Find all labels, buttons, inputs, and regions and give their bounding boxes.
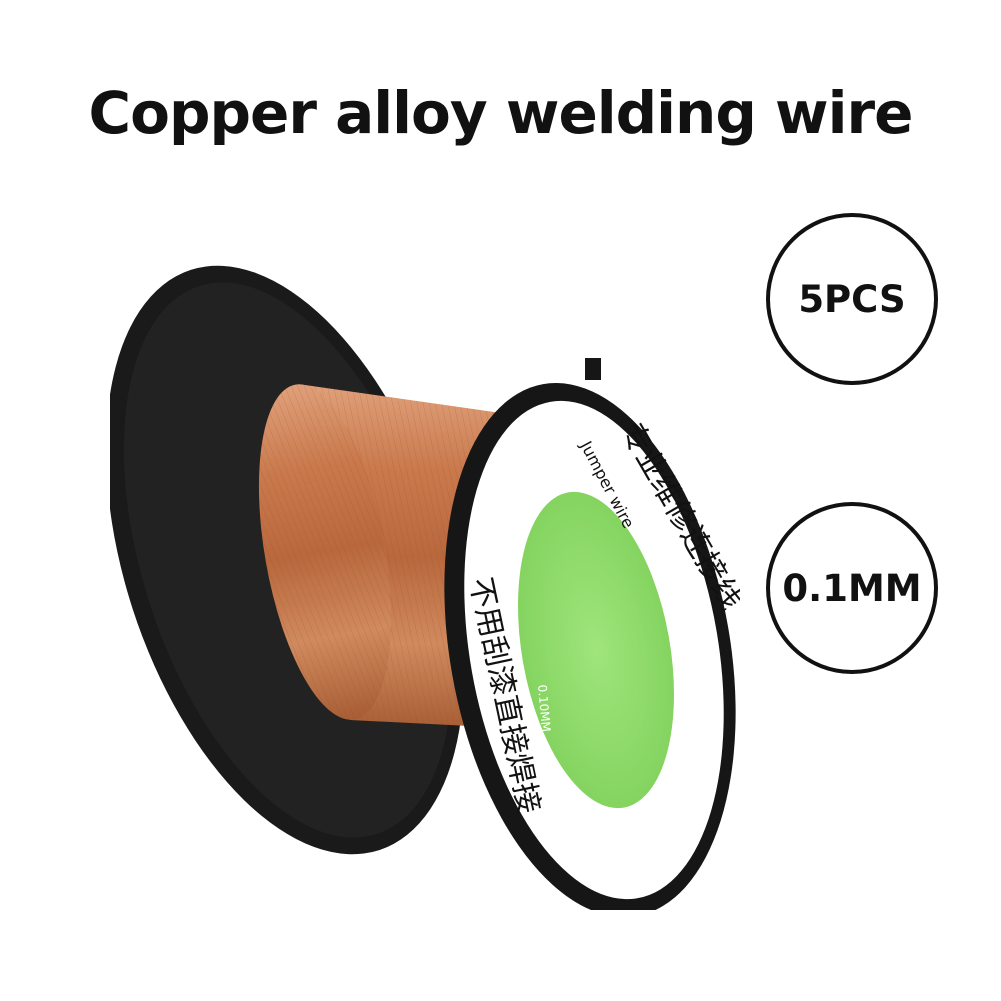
label-size: 0.10MM xyxy=(535,684,553,732)
diameter-badge-label: 0.1MM xyxy=(782,566,922,610)
front-flange xyxy=(444,358,736,910)
green-label-center xyxy=(518,491,674,809)
quantity-badge: 5PCS xyxy=(766,213,938,385)
wire-spool-image: 专业维修连接线 Jumper wire 不用刮漆直接焊接 0.10MM xyxy=(110,230,740,910)
diameter-badge: 0.1MM xyxy=(766,502,938,674)
headline: Copper alloy welding wire xyxy=(88,79,914,147)
wire-spool-illustration: 专业维修连接线 Jumper wire 不用刮漆直接焊接 0.10MM xyxy=(110,265,740,910)
quantity-badge-label: 5PCS xyxy=(798,277,906,321)
